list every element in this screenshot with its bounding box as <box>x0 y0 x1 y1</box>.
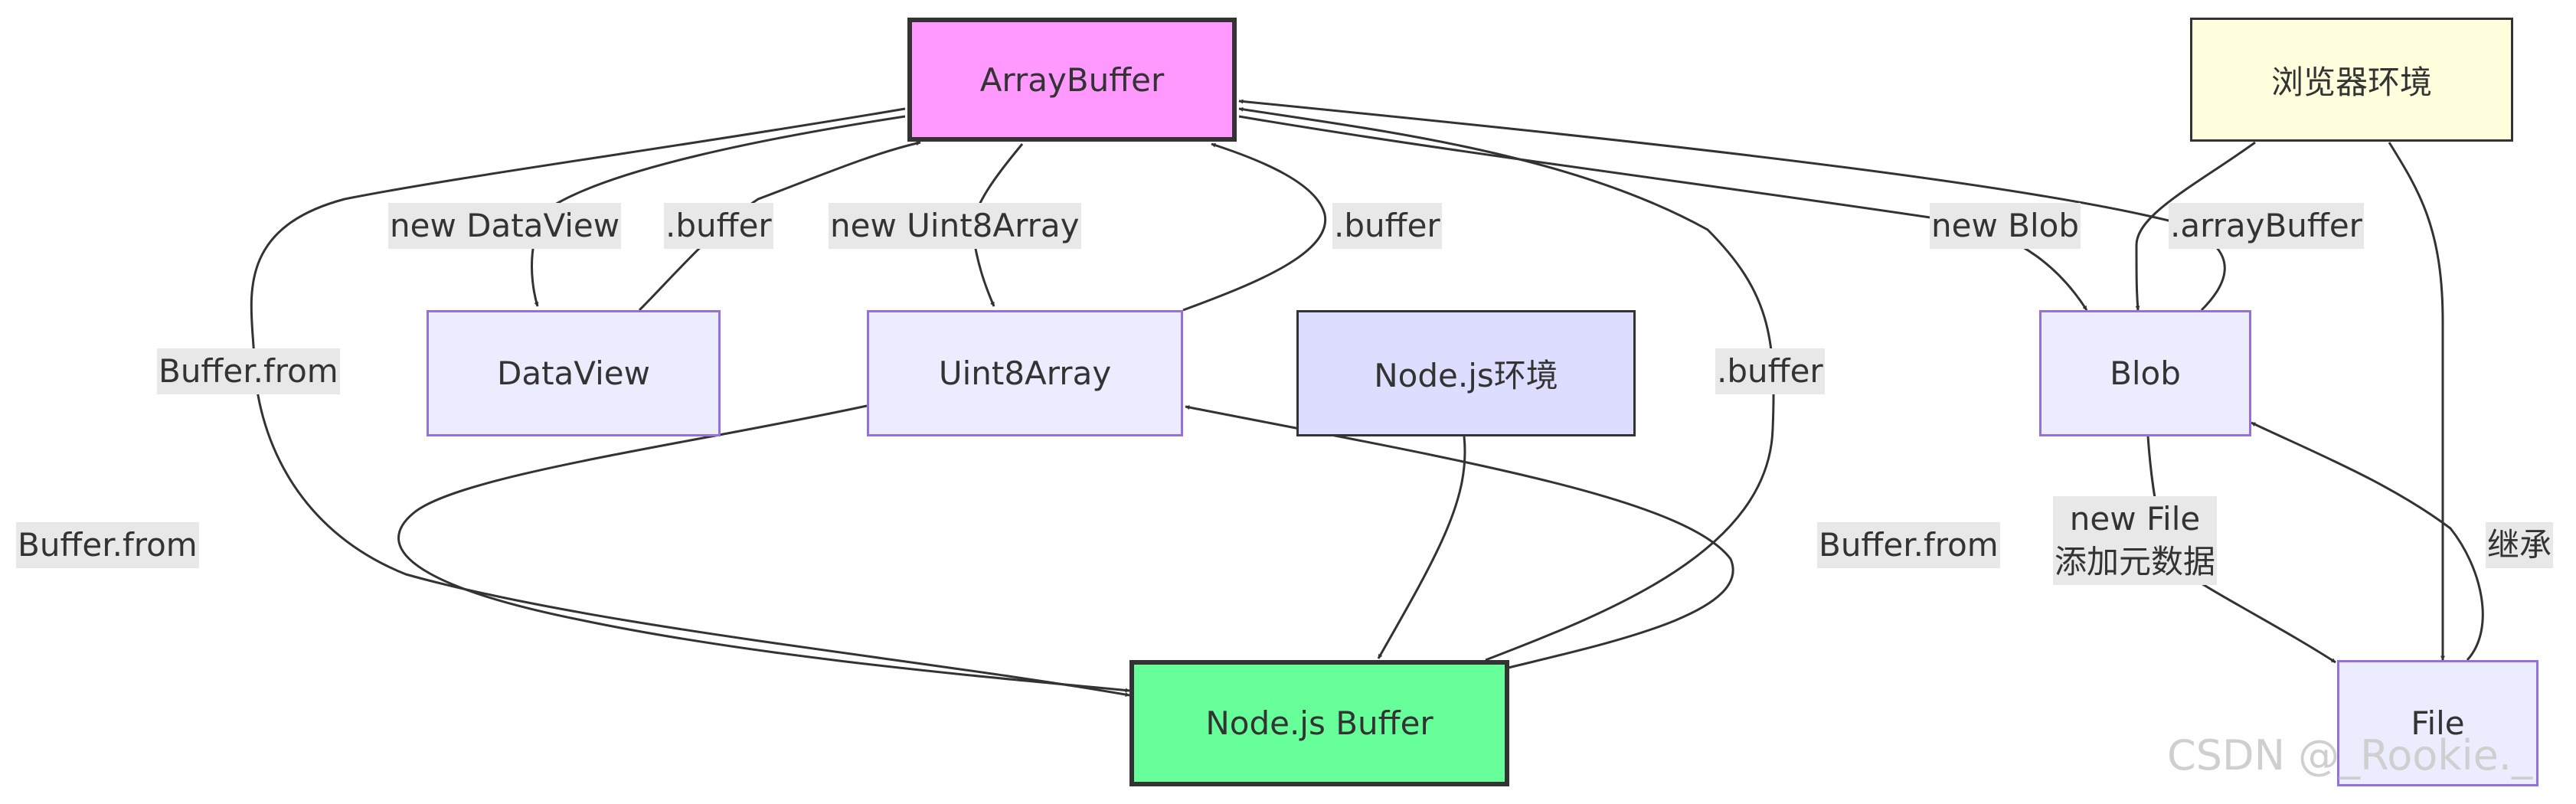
node-blob-label: Blob <box>2110 355 2181 392</box>
node-nodejs-buffer[interactable]: Node.js Buffer <box>1129 660 1509 786</box>
label-new-blob: new Blob <box>1930 203 2081 249</box>
edge-file-inherit-blob <box>2251 421 2484 662</box>
node-nodejs-buffer-label: Node.js Buffer <box>1205 704 1433 742</box>
node-arraybuffer[interactable]: ArrayBuffer <box>907 18 1237 142</box>
node-dataview-label: DataView <box>497 355 650 392</box>
edge-blob-arraybuffer <box>1238 99 2226 312</box>
node-file[interactable]: File <box>2337 660 2538 786</box>
label-blob-arraybuffer: .arrayBuffer <box>2169 203 2364 249</box>
node-uint8array[interactable]: Uint8Array <box>867 310 1183 436</box>
label-buffer-from-arraybuffer: Buffer.from <box>157 348 340 394</box>
label-buffer-from-uint8array: Buffer.from <box>1817 522 2000 568</box>
watermark: CSDN @_Rookie._ <box>2167 731 2532 779</box>
node-blob[interactable]: Blob <box>2039 310 2251 436</box>
edge-nodebuffer-buffer <box>1238 106 1775 662</box>
label-buffer-from-dataview: Buffer.from <box>16 522 199 568</box>
edge-uint8array-to-nodebuffer <box>397 404 1130 693</box>
label-dataview-buffer: .buffer <box>664 203 773 249</box>
edge-dataview-buffer <box>638 141 921 312</box>
edge-browser-to-file <box>2388 142 2445 661</box>
edge-browser-to-blob <box>2135 141 2256 311</box>
label-inherit: 继承 <box>2486 522 2554 568</box>
edge-new-dataview <box>531 115 906 307</box>
label-uint8array-buffer: .buffer <box>1332 203 1442 249</box>
label-nodebuffer-buffer: .buffer <box>1715 348 1825 394</box>
edge-new-blob <box>1238 115 2088 311</box>
label-new-file: new File 添加元数据 <box>2053 496 2218 585</box>
edge-uint8array-buffer <box>1182 142 1327 312</box>
node-nodejs-env-label: Node.js环境 <box>1374 357 1558 394</box>
edge-nodebuffer-to-uint8array <box>1185 405 1734 669</box>
node-dataview[interactable]: DataView <box>427 310 721 436</box>
label-new-dataview: new DataView <box>388 203 622 249</box>
node-file-label: File <box>2411 704 2465 742</box>
label-new-uint8array: new Uint8Array <box>829 203 1081 249</box>
node-nodejs-env[interactable]: Node.js环境 <box>1296 310 1636 436</box>
node-browser-env[interactable]: 浏览器环境 <box>2190 18 2513 142</box>
node-browser-env-label: 浏览器环境 <box>2270 63 2432 101</box>
edge-nodeenv-to-nodebuffer <box>1377 436 1466 659</box>
node-arraybuffer-label: ArrayBuffer <box>979 60 1165 99</box>
node-uint8array-label: Uint8Array <box>938 355 1112 392</box>
